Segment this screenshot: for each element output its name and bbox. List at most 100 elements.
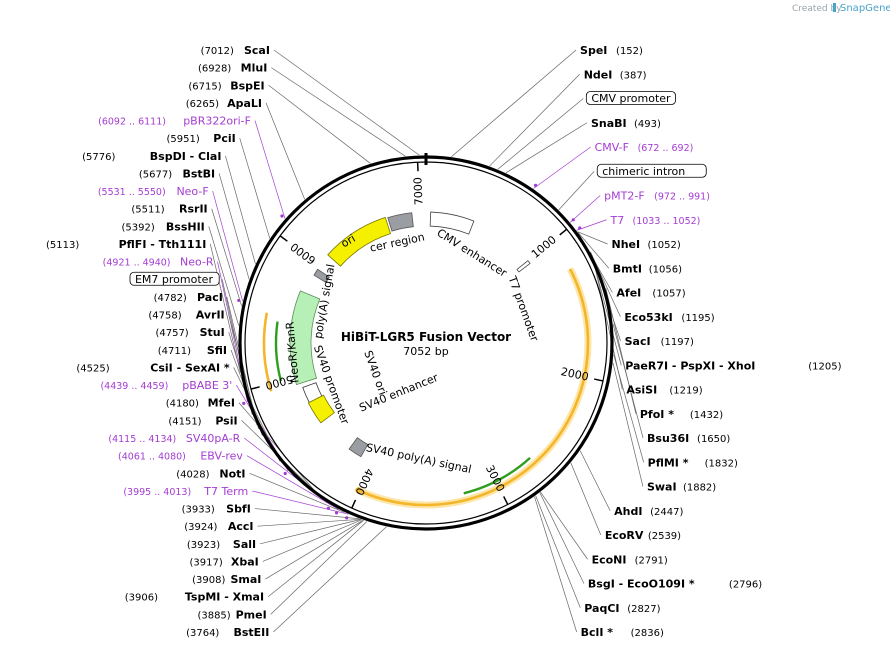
label-position: (2539) [648,531,681,542]
label-position: (6715) [188,81,221,92]
label-name: PacI [197,291,223,304]
feature-callout-em7-promoter: EM7 promoter [129,271,220,286]
label-name: RsrII [179,203,208,216]
primer-cmv-f: CMV-F(672 .. 692) [595,141,694,154]
label-name: PciI [213,132,235,145]
primer-neo-f: Neo-F(5531 .. 5550) [98,185,209,198]
site-smai: SmaI(3908) [192,573,261,586]
label-name: SmaI [231,573,262,586]
label-position: (4711) [158,346,191,357]
label-name: EcoNI [592,553,627,566]
label-position: (1832) [705,458,738,469]
site-paci: PacI(4782) [154,291,223,304]
label-name: Neo-R [180,256,214,269]
site-leader [271,67,406,157]
site-acci: AccI(3924) [184,520,253,533]
label-position: (1056) [649,264,682,275]
site-xbai: XbaI(3917) [190,555,259,568]
label-position: (5776) [82,152,115,163]
primer-pbabe-3: pBABE 3' (4439 .. 4459) [100,379,232,392]
site-mfei: MfeI (4180) [166,397,235,410]
label-position: (4921 .. 4940) [103,258,171,269]
label-name: EBV-rev [200,450,243,463]
feature-sv40-enhancer [307,394,335,424]
orf-sub-arrow [463,456,531,495]
primer-leader [576,219,607,231]
label-name: PaqCI [584,602,619,615]
feature-cmv-enhancer [429,211,475,235]
site-avrii: AvrII (4758) [148,309,224,322]
primer-marker [334,511,339,515]
label-name: AvrII [196,309,225,322]
site-leader [613,354,644,463]
site-leader [209,243,241,373]
site-leader [497,98,584,170]
callout-box [129,271,220,286]
label-name: pBR322ori-F [183,115,251,128]
site-leader [577,231,608,245]
site-leader [225,155,256,265]
label-name: SfiI [207,344,227,357]
label-name: MfeI [208,397,235,410]
label-position: (4439 .. 4459) [100,381,168,392]
site-bmti: BmtI(1056) [613,262,682,275]
site-pfoi: PfoI * (1432) [640,408,723,421]
site-leader [262,519,362,562]
site-ecorv: EcoRV(2539) [605,529,681,542]
feature-poly-a-signal [313,268,330,283]
label-name: PmeI [236,608,267,621]
site-leader [612,362,644,487]
label-name: ScaI [244,44,270,57]
site-leader [265,519,364,580]
label-name: CMV-F [595,141,629,154]
site-bstbi: BstBI(5677) [139,167,215,180]
label-position: (2796) [729,580,762,591]
feature-hibit-lgr5-orf-arrowhead [355,487,362,494]
site-leader [268,84,371,164]
site-bsu36i: Bsu36I(1650) [647,432,730,445]
feature-label-ori: ori [339,232,358,250]
site-leader [612,324,644,439]
label-name: pBABE 3' [182,379,232,392]
site-csii-sexai: CsiI - SexAI *(4525) [76,361,230,374]
label-position: (1882) [683,483,716,494]
label-name: SV40pA-R [186,432,241,445]
label-position: (4757) [155,328,188,339]
label-name: Bsu36I [647,432,689,445]
site-pmei: PmeI (3885) [197,608,266,621]
primer-leader [246,455,339,510]
primer-pmt2-f: pMT2-F(972 .. 991) [604,190,710,203]
feature-orf-secondary [262,312,273,392]
label-position: (4525) [76,363,109,374]
feature-hibit-lgr5-orf [357,268,590,507]
site-nhei: NheI(1052) [612,238,681,251]
site-spei: SpeI(152) [580,44,643,57]
label-name: T7 Term [203,485,248,498]
label-name: PfoI * [640,408,674,421]
label-position: (1205) [808,361,841,372]
label-position: (3906) [125,593,158,604]
label-position: (3885) [197,610,230,621]
label-position: (5511) [131,205,164,216]
label-name: BsgI - EcoO109I * [588,578,695,591]
label-position: (2791) [635,555,668,566]
label-position: (3923) [187,540,220,551]
brand-name: SnapGene [840,3,890,14]
label-position: (4758) [148,311,181,322]
label-name: SacI [625,335,651,348]
label-name: AhdI [614,505,642,518]
label-position: (6928) [198,64,231,75]
primer-t7: T7(1033 .. 1052) [610,214,701,227]
site-saci: SacI(1197) [625,335,694,348]
tick-mark [594,378,604,382]
label-position: (4180) [166,399,199,410]
site-leader [208,226,240,326]
feature-label-sv40-ori: SV40 ori [361,349,389,397]
label-position: (5951) [166,134,199,145]
site-leader [218,173,250,280]
site-leader [539,492,585,584]
label-position: (1432) [690,410,723,421]
label-name: SwaI [647,481,677,494]
primer-leader [212,190,244,302]
